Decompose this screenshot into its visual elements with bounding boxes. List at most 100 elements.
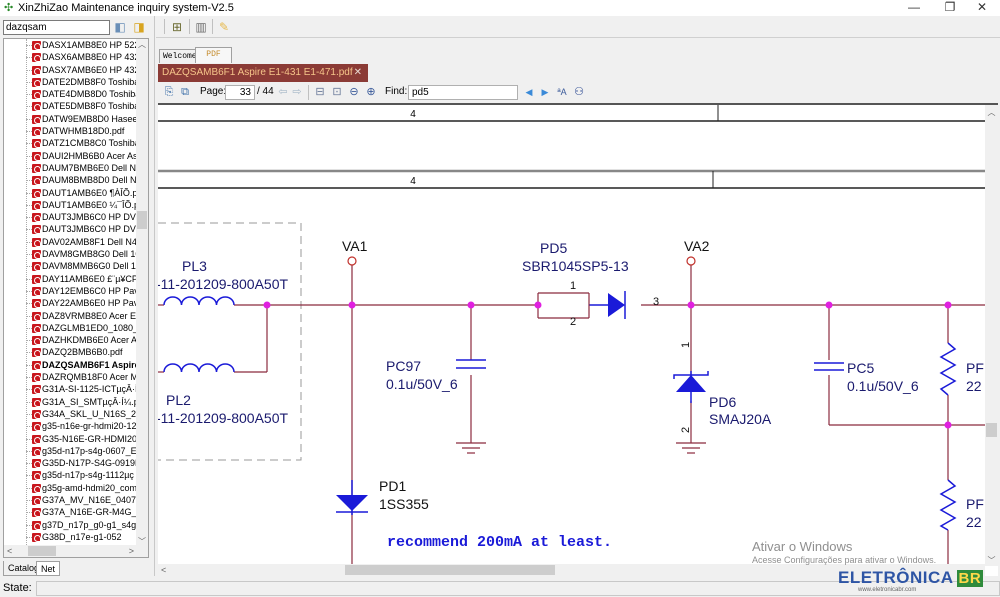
file-tree-item[interactable]: DASX7AMB6E0 HP 4326 — [4, 64, 137, 76]
tree-hscroll-thumb[interactable] — [28, 546, 56, 556]
find-next-icon[interactable]: ▶ — [541, 87, 549, 97]
file-tree-item[interactable]: DAUT3JMB6C0 HP DV6 — [4, 223, 137, 235]
next-page-icon[interactable]: ⇨ — [292, 86, 302, 98]
close-tab-icon[interactable]: ✕ — [353, 67, 362, 78]
tab-net[interactable]: Net — [36, 561, 61, 576]
viewer-vertical-scrollbar[interactable]: ︿ ﹀ — [985, 105, 998, 566]
file-tab[interactable]: DAZQSAMB6F1 Aspire E1-431 E1-471.pdf ✕ — [158, 64, 368, 82]
import-icon[interactable]: ⧉ — [181, 86, 189, 98]
file-tree-item[interactable]: G35D-N17P-S4G-0919E — [4, 457, 137, 469]
panel-splitter[interactable] — [150, 16, 155, 576]
file-tree-item-label: G37A_N16E-GR-M4G_3 — [42, 507, 137, 518]
viewer-horizontal-scrollbar[interactable]: < — [158, 564, 985, 576]
page-total: / 44 — [257, 86, 274, 97]
search-input[interactable] — [3, 20, 110, 35]
tree-connector — [26, 278, 34, 280]
file-tree-item[interactable]: DAY12EMB6C0 HP Pavi — [4, 285, 137, 297]
file-tree-item[interactable]: DATZ1CMB8C0 Toshiba — [4, 137, 137, 149]
tree-scroll-thumb[interactable] — [137, 211, 147, 229]
scroll-down-icon[interactable]: ﹀ — [987, 556, 996, 565]
file-tree-item-label: DAV02AMB8F1 Dell N41 — [42, 236, 137, 247]
file-tree-item[interactable]: g35d-n17p-s4g-1112µç — [4, 469, 137, 481]
scroll-left-icon[interactable]: < — [7, 546, 13, 556]
file-tree-item[interactable]: G37A_MV_N16E_0407µ — [4, 494, 137, 506]
file-tree-item[interactable]: g35g-amd-hdmi20_com — [4, 482, 137, 494]
fit-page-icon[interactable]: ⊡ — [332, 86, 342, 98]
panel-icon[interactable]: ▥ — [195, 20, 207, 34]
file-tree-item[interactable]: DAY11AMB6E0 £¨µ¥CPU — [4, 273, 137, 285]
pdf-file-icon — [32, 311, 41, 321]
scroll-left-icon[interactable]: < — [161, 565, 167, 575]
inductor-pl3 — [163, 296, 235, 306]
file-tree-item[interactable]: DAZHKDMB6E0 Acer As — [4, 334, 137, 346]
file-tree-item[interactable]: DASX1AMB8E0 HP 5220 — [4, 39, 137, 51]
file-tree-item[interactable]: DAUT1AMB6E0 ¶ÀÎÕ.pdf — [4, 187, 137, 199]
tab-pdf[interactable]: PDF — [195, 47, 232, 63]
viewer-hscroll-thumb[interactable] — [345, 565, 555, 575]
file-tree-item[interactable]: DAUM7BMB6E0 Dell N3 — [4, 162, 137, 174]
file-tree-item[interactable]: DASX6AMB8E0 HP 4321 — [4, 51, 137, 63]
find-prev-icon[interactable]: ◀ — [525, 87, 533, 97]
file-tree-item[interactable]: DAY22AMB6E0 HP Pavil — [4, 297, 137, 309]
search-prev-icon[interactable]: ◧ — [114, 20, 126, 34]
zoom-out-icon[interactable]: ⊖ — [349, 86, 359, 98]
tree-connector — [26, 377, 34, 379]
scroll-down-icon[interactable]: ﹀ — [138, 537, 146, 546]
pdf-file-icon — [32, 41, 41, 50]
pdf-viewer[interactable]: 4 4 — [158, 103, 998, 576]
file-tree-item-label: G37A_MV_N16E_0407µ — [42, 494, 137, 505]
file-tree-item[interactable]: DAZGLMB1ED0_1080_/ — [4, 322, 137, 334]
match-case-icon[interactable]: ªA — [557, 87, 567, 97]
prev-page-icon[interactable]: ⇦ — [278, 86, 288, 98]
file-tree-item[interactable]: G37A_N16E-GR-M4G_3 — [4, 506, 137, 518]
minimize-button[interactable]: — — [908, 0, 920, 14]
scroll-up-icon[interactable]: ︿ — [138, 40, 146, 49]
file-tree-item[interactable]: G34A_SKL_U_N16S_20 — [4, 408, 137, 420]
file-tree-item[interactable]: DAZQ2BMB6B0.pdf — [4, 346, 137, 358]
close-button[interactable]: ✕ — [976, 0, 988, 14]
file-tree-item[interactable]: DAZQSAMB6F1 Aspire — [4, 359, 137, 371]
file-tree-item[interactable]: DAUM8BMB8D0 Dell N4 — [4, 174, 137, 186]
file-tree-item[interactable]: DATE2DMB8F0 Toshiba — [4, 76, 137, 88]
file-tree-item[interactable]: DAZ8VRMB8E0 Acer E5- — [4, 310, 137, 322]
tree-connector — [26, 155, 34, 157]
pdf-file-icon — [32, 446, 41, 456]
pd1-value: 1SS355 — [379, 496, 429, 512]
file-tree-item[interactable]: g37D_n17p_g0-g1_s4g — [4, 519, 137, 531]
viewer-vscroll-thumb[interactable] — [986, 423, 997, 437]
file-tree-item[interactable]: G38D_n17e-g1-052 — [4, 531, 137, 543]
binoculars-icon[interactable]: ⚇ — [574, 86, 584, 98]
file-tree-item[interactable]: DAV02AMB8F1 Dell N41 — [4, 236, 137, 248]
restore-button[interactable]: ❐ — [944, 0, 956, 14]
file-tree-item[interactable]: DATWHMB18D0.pdf — [4, 125, 137, 137]
file-tree-item[interactable]: DAUT1AMB6E0 ¼¯ÎÕ.pc — [4, 199, 137, 211]
file-tree-item[interactable]: G35-N16E-GR-HDMI20- — [4, 433, 137, 445]
file-tree-item[interactable]: g35-n16e-gr-hdmi20-12 — [4, 420, 137, 432]
tree-connector — [26, 180, 34, 182]
file-tree-item[interactable]: DATE4DMB8D0 Toshiba — [4, 88, 137, 100]
file-tree-item[interactable]: DAVM8GMB8G0 Dell 10 — [4, 248, 137, 260]
search-next-icon[interactable]: ◨ — [133, 20, 145, 34]
file-tree-item[interactable]: DAUT3JMB6C0 HP DV6 — [4, 211, 137, 223]
file-tree-item[interactable]: DAUI2HMB6B0 Acer Asp — [4, 150, 137, 162]
file-tree-item[interactable]: g35d-n17p-s4g-0607_E — [4, 445, 137, 457]
page-number-input[interactable] — [225, 85, 255, 100]
tree-vertical-scrollbar[interactable]: ︿ ﹀ — [136, 39, 148, 547]
file-tree-item[interactable]: DAVM8MMB6G0 Dell 10 — [4, 260, 137, 272]
zoom-in-icon[interactable]: ⊕ — [366, 86, 376, 98]
export-icon[interactable]: ⎘ — [164, 86, 174, 98]
file-tree-item[interactable]: DATE5DMB8F0 Toshiba — [4, 100, 137, 112]
va2-label: VA2 — [684, 238, 710, 254]
file-tree-item[interactable]: DAZRQMB18F0 Acer M5 — [4, 371, 137, 383]
file-tree-item[interactable]: G31A-SI-1125-ICTµçÂ·Í¼ — [4, 383, 137, 395]
scroll-right-icon[interactable]: > — [128, 546, 134, 556]
find-input[interactable] — [408, 85, 518, 100]
scroll-up-icon[interactable]: ︿ — [987, 108, 996, 117]
diode-pd5 — [588, 291, 626, 319]
fit-width-icon[interactable]: ⊟ — [315, 86, 325, 98]
edit-note-icon[interactable]: ✎ — [218, 20, 230, 34]
file-tree-item[interactable]: G31A_SI_SMTµçÂ·Í¼.pd — [4, 396, 137, 408]
file-tree-item[interactable]: DATW9EMB8D0 Hasee — [4, 113, 137, 125]
tree-horizontal-scrollbar[interactable]: < > — [4, 545, 148, 557]
tree-view-icon[interactable]: ⊞ — [171, 20, 183, 34]
